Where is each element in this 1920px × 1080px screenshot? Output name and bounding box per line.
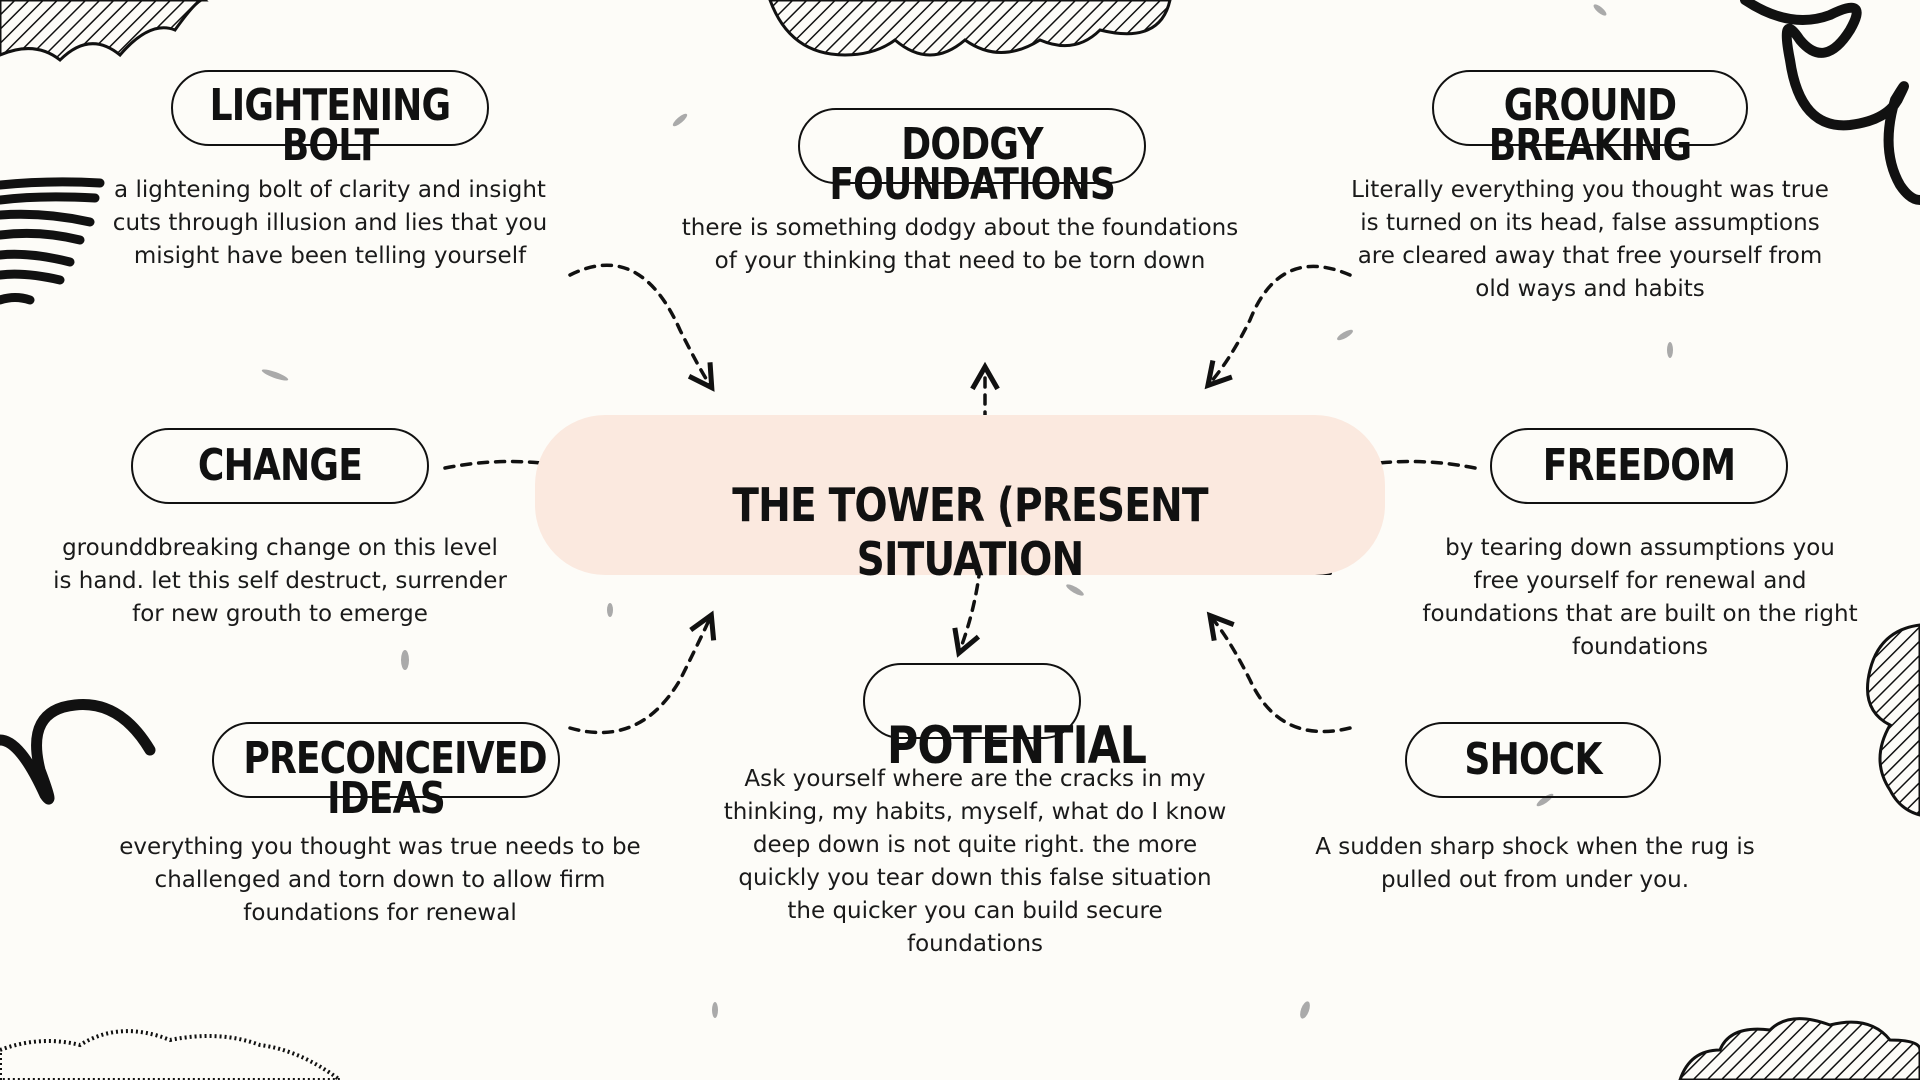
cloud-doodle-bottom-left xyxy=(0,1029,344,1080)
swirl-doodle-top-right xyxy=(1740,0,1920,205)
pill-lightening-bolt xyxy=(171,70,489,146)
arrow-shock-to-center xyxy=(1206,611,1352,734)
heading-dodgy-foundations: DODGY FOUNDATIONS xyxy=(829,119,1116,210)
heading-lightening-bolt: LIGHTENING BOLT xyxy=(200,80,461,171)
desc-preconceived-ideas: everything you thought was true needs to… xyxy=(119,834,641,926)
heading-line: POTENTIAL xyxy=(887,716,1147,776)
heading-shock: SHOCK xyxy=(1428,734,1638,785)
connector-arrows xyxy=(443,263,1477,735)
heading-ground-breaking: GROUND BREAKING xyxy=(1460,80,1719,171)
center-highlight xyxy=(535,415,1385,575)
arrow-preconceived-to-center xyxy=(568,610,717,735)
loop-doodle-left xyxy=(0,699,156,805)
heading-line: IDEAS xyxy=(327,773,446,824)
heading-line: FOUNDATIONS xyxy=(829,159,1116,210)
cloud-doodle-bottom-right xyxy=(1678,1017,1920,1080)
desc-lightening-bolt: a lightening bolt of clarity and insight… xyxy=(112,177,548,269)
pill-ground-breaking xyxy=(1432,70,1748,146)
pill-potential xyxy=(863,663,1081,739)
cloud-doodle-top-left xyxy=(0,0,209,63)
heading-line: PRECONCEIVED xyxy=(243,733,547,784)
cloud-doodle-top-center xyxy=(768,0,1172,57)
desc-dodgy-foundations: there is something dodgy about the found… xyxy=(681,215,1239,274)
scribble-doodle-left xyxy=(0,177,105,305)
heading-preconceived-ideas: PRECONCEIVED IDEAS xyxy=(243,733,547,824)
pill-dodgy-foundations xyxy=(798,108,1146,184)
heading-line: CHANGE xyxy=(197,440,363,491)
pill-change xyxy=(131,428,429,504)
heading-line: FREEDOM xyxy=(1542,440,1736,491)
heading-line: BREAKING xyxy=(1488,120,1692,171)
heading-line: DODGY xyxy=(901,119,1043,170)
heading-change: CHANGE xyxy=(158,440,402,491)
arrow-lightening-to-center xyxy=(568,263,715,392)
desc-shock: A sudden sharp shock when the rug is pul… xyxy=(1315,834,1755,893)
desc-ground-breaking: Literally everything you thought was tru… xyxy=(1351,177,1829,302)
heading-line: GROUND xyxy=(1503,80,1677,131)
heading-freedom: FREEDOM xyxy=(1517,440,1761,491)
heading-line: BOLT xyxy=(281,120,379,171)
cloud-doodle-right xyxy=(1866,623,1920,817)
desc-freedom: by tearing down assumptions you free you… xyxy=(1422,535,1858,660)
desc-potential: Ask yourself where are the cracks in my … xyxy=(723,766,1227,957)
pill-preconceived-ideas xyxy=(212,722,560,798)
heading-potential: POTENTIAL xyxy=(887,716,1147,776)
pill-shock xyxy=(1405,722,1661,798)
heading-line: LIGHTENING xyxy=(209,80,452,131)
desc-change: grounddbreaking change on this level is … xyxy=(53,535,507,627)
heading-line: SHOCK xyxy=(1464,734,1602,785)
center-title: THE TOWER (PRESENT SITUATION xyxy=(732,478,1208,586)
pill-freedom xyxy=(1490,428,1788,504)
arrow-ground-to-center xyxy=(1204,264,1352,390)
arrow-center-to-potential xyxy=(952,566,982,658)
